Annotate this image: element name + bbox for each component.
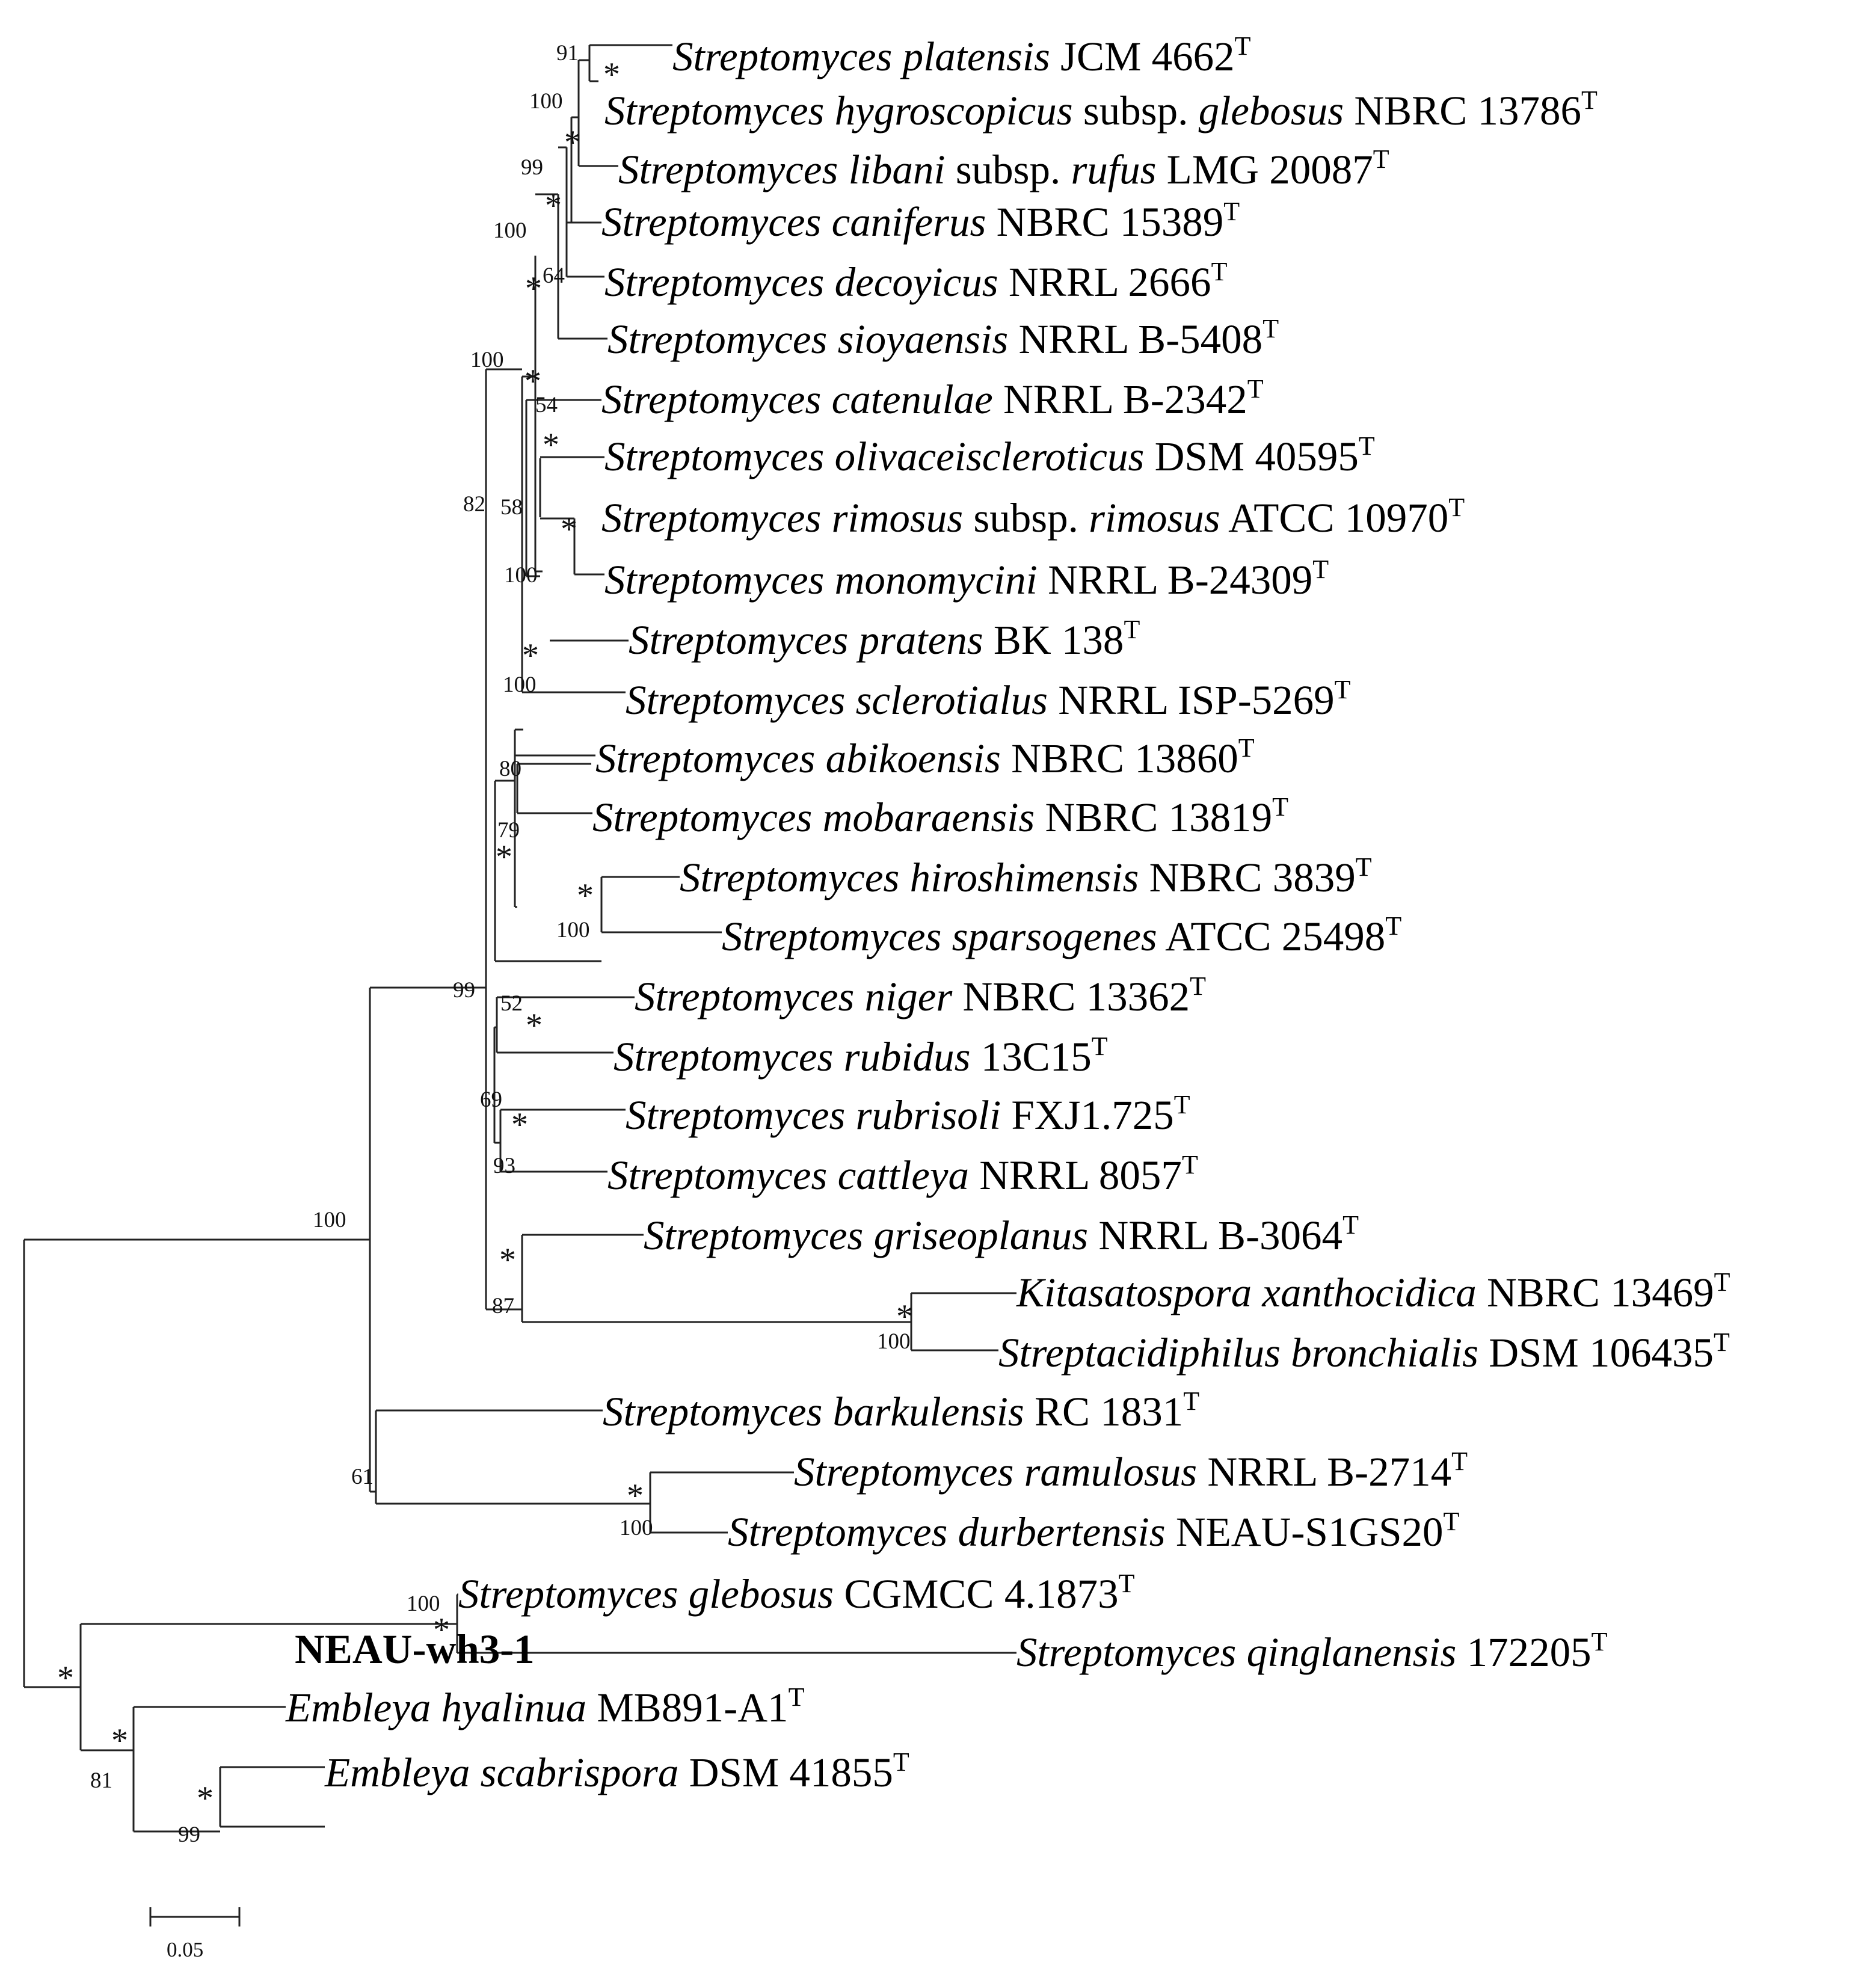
support-asterisk: * <box>603 56 620 93</box>
taxon-label: Streptacidiphilus bronchialis DSM 106435… <box>998 1327 1730 1376</box>
taxon-label: Streptomyces sparsogenes ATCC 25498T <box>722 911 1401 959</box>
support-asterisk: * <box>543 426 559 464</box>
support-asterisk: * <box>896 1298 913 1335</box>
taxon-label: Streptomyces hygroscopicus subsp. glebos… <box>604 85 1598 134</box>
support-asterisk: * <box>525 270 542 307</box>
bootstrap-value: 81 <box>90 1768 112 1793</box>
scale-bar: 0.05 <box>149 1907 241 1961</box>
taxon-label: Streptomyces olivaceiscleroticus DSM 405… <box>604 431 1375 479</box>
support-asterisk: * <box>545 187 562 224</box>
taxon-label: Streptomyces griseoplanus NRRL B-3064T <box>644 1210 1359 1258</box>
bootstrap-value: 100 <box>529 89 563 114</box>
support-asterisk: * <box>57 1659 74 1697</box>
bootstrap-value: 80 <box>499 757 521 781</box>
taxon-label: Embleya hyalinua MB891-A1T <box>285 1682 805 1730</box>
taxon-label: Streptomyces qinglanensis 172205T <box>1016 1627 1608 1675</box>
bootstrap-value: 61 <box>351 1465 374 1489</box>
taxon-label: Streptomyces platensis JCM 4662T <box>672 31 1251 79</box>
bootstrap-value: 100 <box>470 348 504 372</box>
taxon-label: Streptomyces niger NBRC 13362T <box>635 971 1206 1019</box>
highlighted-strain-label: NEAU-wh3-1 <box>295 1626 535 1672</box>
taxon-label: Streptomyces durbertensis NEAU-S1GS20T <box>728 1507 1460 1555</box>
taxon-label: Streptomyces sclerotialus NRRL ISP-5269T <box>626 675 1351 723</box>
support-asterisk: * <box>561 511 577 548</box>
bootstrap-value: 58 <box>500 495 523 520</box>
bootstrap-value: 69 <box>480 1087 502 1112</box>
taxon-label: Streptomyces abikoensis NBRC 13860T <box>595 733 1255 781</box>
taxon-label: Streptomyces ramulosus NRRL B-2714T <box>794 1447 1468 1495</box>
bootstrap-value: 87 <box>492 1294 514 1318</box>
support-asterisk: * <box>197 1780 214 1817</box>
taxon-label: Streptomyces cattleya NRRL 8057T <box>607 1150 1198 1198</box>
bootstrap-value: 100 <box>503 672 537 697</box>
support-asterisk: * <box>111 1722 128 1759</box>
bootstrap-value: 99 <box>453 978 475 1003</box>
tree-branches <box>23 44 1016 1833</box>
support-asterisk: * <box>496 838 512 876</box>
taxon-label: Streptomyces glebosus CGMCC 4.1873T <box>458 1569 1135 1617</box>
taxon-labels: Streptomyces platensis JCM 4662T Streptom… <box>285 31 1730 1795</box>
taxon-label: Streptomyces barkulensis RC 1831T <box>603 1386 1199 1434</box>
bootstrap-value: 99 <box>521 155 543 180</box>
support-asterisk: * <box>433 1611 450 1649</box>
bootstrap-value: 100 <box>407 1591 440 1616</box>
bootstrap-value: 100 <box>504 563 538 588</box>
support-asterisk: * <box>499 1241 516 1279</box>
support-values: 91 100 99 100 64 100 54 82 58 100 100 80 79 100 99 52 69… <box>57 41 913 1847</box>
bootstrap-value: 91 <box>556 41 579 66</box>
bootstrap-value: 52 <box>500 991 523 1016</box>
taxon-label: Streptomyces rubrisoli FXJ1.725T <box>626 1090 1190 1138</box>
taxon-label: Streptomyces decoyicus NRRL 2666T <box>604 257 1228 305</box>
bootstrap-value: 79 <box>497 818 520 843</box>
bootstrap-value: 100 <box>493 218 527 243</box>
bootstrap-value: 82 <box>463 492 485 517</box>
support-asterisk: * <box>524 363 541 400</box>
bootstrap-value: 93 <box>493 1154 515 1178</box>
support-asterisk: * <box>564 124 581 161</box>
taxon-label: Streptomyces catenulae NRRL B-2342T <box>601 374 1264 422</box>
bootstrap-value: 64 <box>543 263 565 288</box>
taxon-label: Streptomyces rimosus subsp. rimosus ATCC… <box>601 493 1465 541</box>
support-asterisk: * <box>522 637 539 674</box>
support-asterisk: * <box>511 1106 528 1143</box>
taxon-label: Embleya scabrispora DSM 41855T <box>324 1747 909 1795</box>
taxon-label: Streptomyces rubidus 13C15T <box>614 1032 1108 1080</box>
taxon-label: Streptomyces caniferus NBRC 15389T <box>601 197 1240 245</box>
taxon-label: Streptomyces sioyaensis NRRL B-5408T <box>607 314 1279 362</box>
scale-bar-label: 0.05 <box>167 1938 203 1961</box>
taxon-label: Streptomyces pratens BK 138T <box>629 615 1140 663</box>
taxon-label: Streptomyces hiroshimensis NBRC 3839T <box>680 852 1372 900</box>
bootstrap-value: 100 <box>877 1329 911 1354</box>
taxon-label: Streptomyces monomycini NRRL B-24309T <box>604 555 1329 603</box>
support-asterisk: * <box>627 1477 644 1514</box>
taxon-label: Streptomyces mobaraensis NBRC 13819T <box>592 792 1288 840</box>
bootstrap-value: 99 <box>178 1822 200 1847</box>
support-asterisk: * <box>526 1007 543 1044</box>
bootstrap-value: 100 <box>620 1516 653 1540</box>
bootstrap-value: 100 <box>313 1208 346 1232</box>
bootstrap-value: 54 <box>535 393 558 417</box>
bootstrap-value: 100 <box>556 918 590 942</box>
taxon-label: Kitasatospora xanthocidica NBRC 13469T <box>1016 1267 1730 1315</box>
taxon-label: Streptomyces libani subsp. rufus LMG 200… <box>618 144 1389 192</box>
support-asterisk: * <box>577 877 594 914</box>
